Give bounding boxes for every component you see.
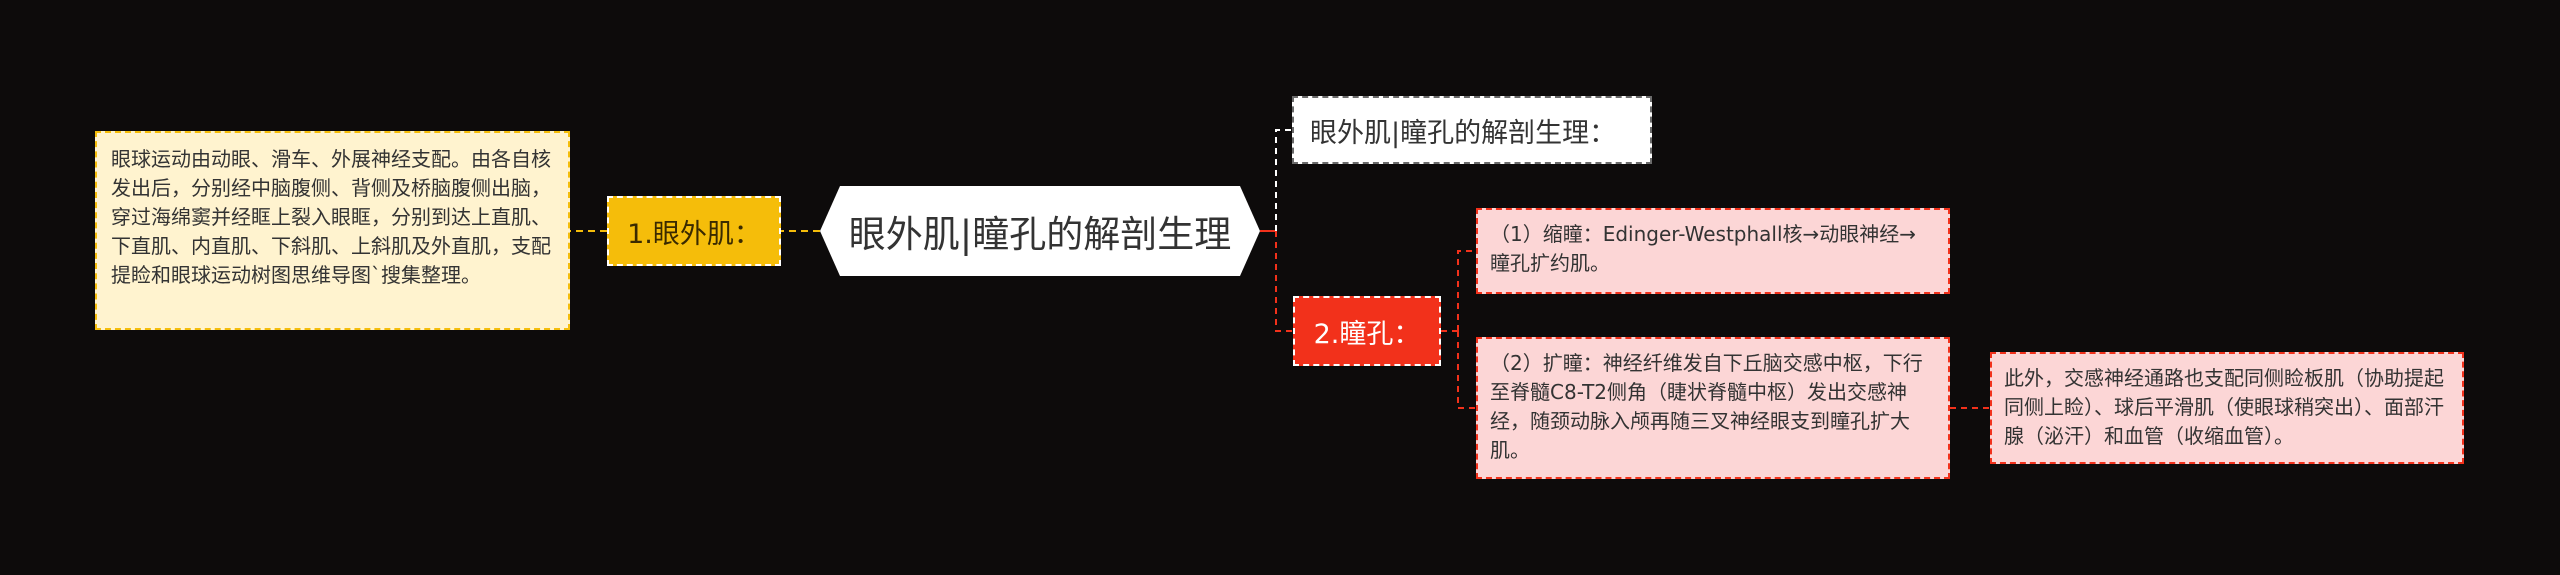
connector-root-to-title [1275,129,1292,231]
pupil-branch-label: 2.瞳孔： [1313,318,1421,350]
eye-muscle-detail-node[interactable]: 眼球运动由动眼、滑车、外展神经支配。由各自核发出后，分别经中脑腹侧、背侧及桥脑腹… [95,131,570,330]
connector-pupil-to-dilate [1457,331,1476,409]
eye-muscle-branch-label: 1.眼外肌： [627,218,761,250]
pupil-dilation-node[interactable]: （2）扩瞳：神经纤维发自下丘脑交感中枢，下行至脊髓C8-T2侧角（睫状脊髓中枢）… [1476,337,1950,479]
sympathetic-note-text: 此外，交感神经通路也支配同侧睑板肌（协助提起同侧上睑）、球后平滑肌（使眼球稍突出… [2004,366,2444,448]
eye-muscle-branch-node[interactable]: 1.眼外肌： [607,196,781,266]
anatomy-title-branch-node[interactable]: 眼外肌|瞳孔的解剖生理： [1292,96,1652,164]
pupil-dilation-text: （2）扩瞳：神经纤维发自下丘脑交感中枢，下行至脊髓C8-T2侧角（睫状脊髓中枢）… [1490,351,1923,462]
pupil-constriction-node[interactable]: （1）缩瞳：Edinger-Westphall核→动眼神经→瞳孔扩约肌。 [1476,208,1950,294]
connector-root-to-pupil [1275,231,1293,332]
eye-muscle-detail-text: 眼球运动由动眼、滑车、外展神经支配。由各自核发出后，分别经中脑腹侧、背侧及桥脑腹… [111,147,551,287]
pupil-branch-node[interactable]: 2.瞳孔： [1293,296,1441,366]
sympathetic-note-node[interactable]: 此外，交感神经通路也支配同侧睑板肌（协助提起同侧上睑）、球后平滑肌（使眼球稍突出… [1990,352,2464,464]
root-topic-node[interactable]: 眼外肌|瞳孔的解剖生理 [820,186,1260,276]
anatomy-title-branch-label: 眼外肌|瞳孔的解剖生理： [1310,117,1617,149]
pupil-constriction-text: （1）缩瞳：Edinger-Westphall核→动眼神经→瞳孔扩约肌。 [1490,222,1917,275]
connector-pupil-to-constrict [1457,250,1476,331]
root-topic-label: 眼外肌|瞳孔的解剖生理 [848,213,1232,256]
